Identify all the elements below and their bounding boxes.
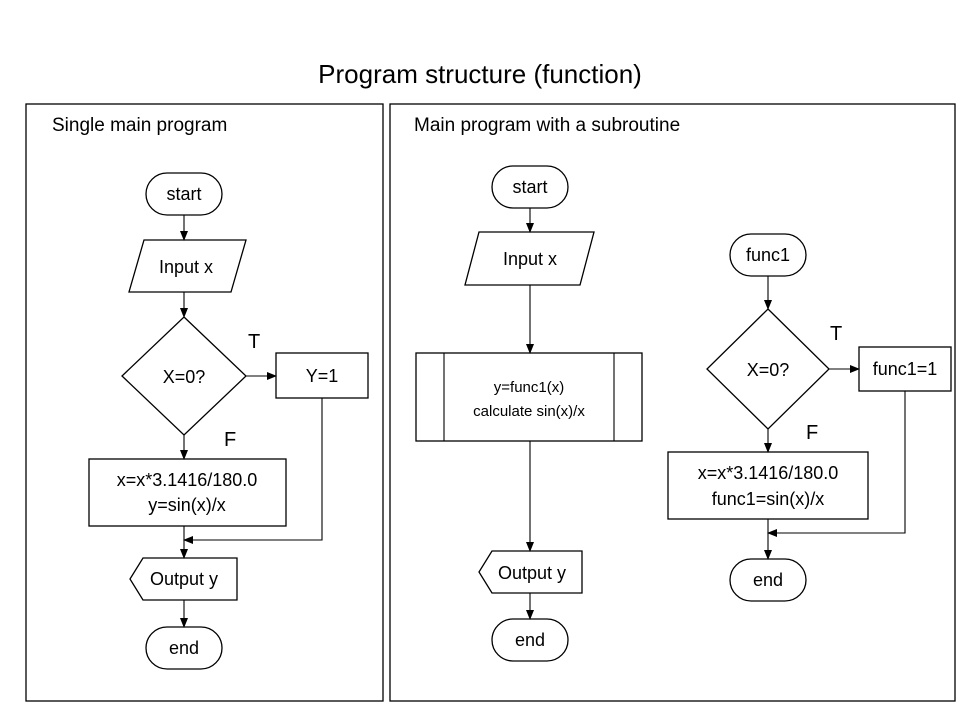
left-true-label: T xyxy=(248,331,260,353)
main-input-node xyxy=(464,231,595,286)
left-process-line2: y=sin(x)/x xyxy=(148,495,226,515)
sub-edge-true-merge xyxy=(767,391,906,537)
left-false-label: F xyxy=(224,429,236,451)
right-panel-heading: Main program with a subroutine xyxy=(414,115,680,136)
left-output-node xyxy=(129,557,238,601)
right-panel-frame xyxy=(389,103,956,702)
main-call-line1: y=func1(x) xyxy=(494,379,564,396)
left-panel-frame xyxy=(25,103,384,702)
left-start-label: start xyxy=(166,184,201,204)
left-edge-true-merge xyxy=(183,398,323,544)
sub-process-line2: func1=sin(x)/x xyxy=(712,489,825,509)
main-end-label: end xyxy=(515,630,545,650)
left-panel-heading: Single main program xyxy=(52,115,227,136)
sub-true-label: T xyxy=(830,323,842,345)
sub-process-line1: x=x*3.1416/180.0 xyxy=(698,463,839,483)
left-output-label: Output y xyxy=(150,569,218,589)
sub-end-label: end xyxy=(753,570,783,590)
right-panel: Main program with a subroutine start Inp… xyxy=(389,103,956,702)
main-start-label: start xyxy=(512,177,547,197)
diagram-title: Program structure (function) xyxy=(318,59,642,89)
main-call-line2: calculate sin(x)/x xyxy=(473,403,585,420)
left-input-label: Input x xyxy=(159,257,213,277)
main-call-box xyxy=(415,352,643,442)
left-decision-label: X=0? xyxy=(163,367,206,387)
left-process-line1: x=x*3.1416/180.0 xyxy=(117,470,258,490)
main-input-label: Input x xyxy=(503,249,557,269)
main-output-label: Output y xyxy=(498,563,566,583)
sub-process-box xyxy=(667,451,869,520)
left-process-box xyxy=(88,458,287,527)
sub-true-box-label: func1=1 xyxy=(873,359,938,379)
sub-false-label: F xyxy=(806,422,818,444)
sub-true-box xyxy=(858,346,952,392)
left-end-label: end xyxy=(169,638,199,658)
sub-decision-label: X=0? xyxy=(747,360,790,380)
left-panel: Single main program start Input x X=0? T… xyxy=(25,103,384,702)
left-true-box-label: Y=1 xyxy=(306,366,339,386)
left-input-node xyxy=(128,239,247,293)
main-output-node xyxy=(478,550,583,594)
sub-start-label: func1 xyxy=(746,245,790,265)
